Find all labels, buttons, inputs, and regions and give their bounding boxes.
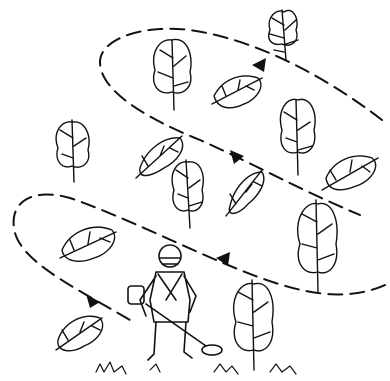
tree-icon [212,76,262,108]
lower-working-path [14,195,385,320]
tree-icon [226,170,264,216]
tree-icon [269,10,298,60]
direction-arrow-top [252,58,266,72]
ground-grass [96,362,296,374]
operator-harness [158,274,182,300]
tree-icon [136,136,183,178]
tree-icon [172,160,203,228]
tree-icon [154,39,191,110]
tree-icon [280,99,315,175]
direction-arrow-middle [230,150,244,164]
brush-cutter-engine [128,286,144,304]
tree-icon [322,156,378,190]
operator-figure [128,245,222,360]
operator-torso [150,272,190,322]
upper-working-path [100,29,382,215]
operator-legs [148,322,192,360]
tree-icon [234,280,273,370]
tree-icon [56,316,103,351]
brush-cutter-head [202,345,222,355]
tree-icon [56,120,89,182]
operator-visor [160,258,180,264]
direction-arrow-left [86,294,100,308]
tree-icon [298,200,337,292]
tree-icon [60,227,116,261]
